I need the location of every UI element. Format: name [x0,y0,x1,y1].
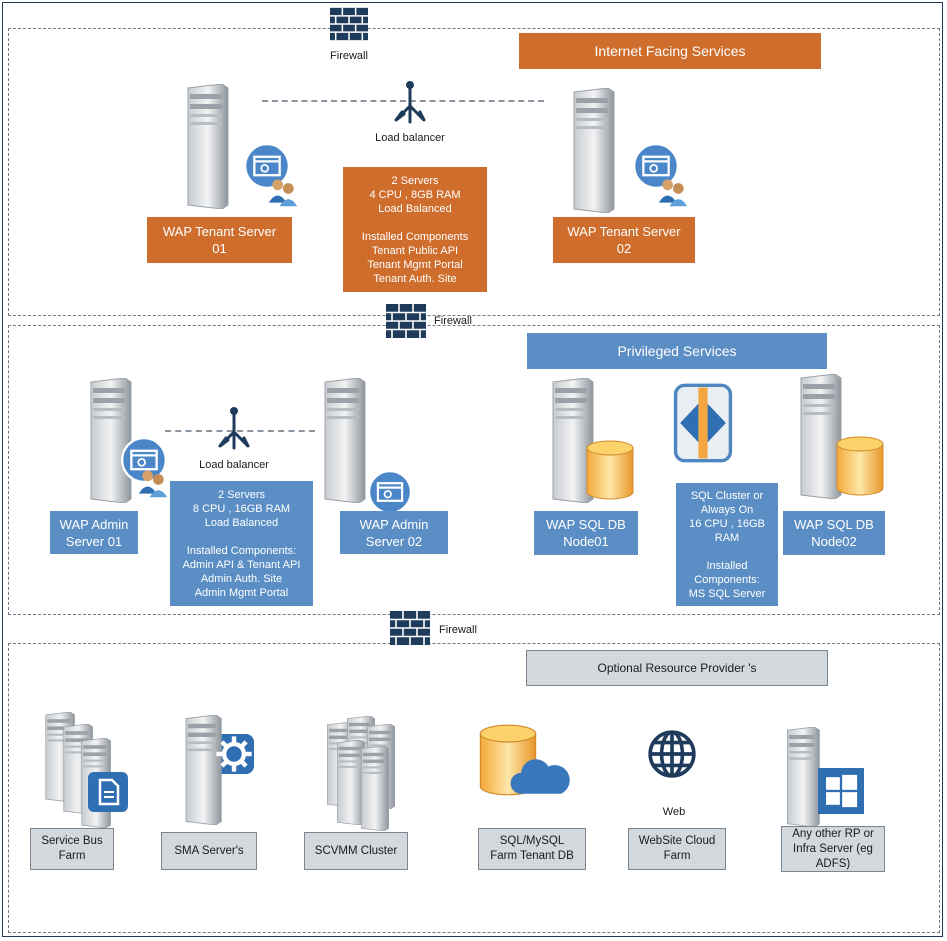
optional-resource-providers-header: Optional Resource Provider 's [526,650,828,686]
load-balancer-icon [390,80,430,124]
database-icon [835,436,885,496]
load-balancer-label: Load balancer [375,132,445,144]
optional-zone [8,643,940,933]
admin-spec-box: 2 Servers 8 CPU , 16GB RAM Load Balanced… [170,481,313,606]
cloud-icon [508,756,572,798]
wap-sql-db-node02: WAP SQL DB Node02 [783,511,885,555]
firewall-icon [386,304,426,338]
provider-service-bus: Service Bus Farm [30,828,114,870]
globe-icon [646,728,698,780]
sql-spec-box: SQL Cluster or Always On 16 CPU , 16GB R… [676,483,778,606]
lb-connector [262,100,544,102]
users-icon [657,176,689,208]
firewall-icon [330,6,368,42]
lb-connector [165,430,315,432]
server-icon [566,88,616,213]
portal-badge-icon [368,470,412,514]
provider-website-cloud: WebSite Cloud Farm [628,828,726,870]
wap-sql-db-node01: WAP SQL DB Node01 [534,511,638,555]
server-icon [316,378,368,503]
database-icon [585,440,635,500]
provider-other-rp: Any other RP or Infra Server (eg ADFS) [781,826,885,872]
automation-icon [212,732,256,776]
document-icon [88,772,128,812]
server-icon [356,746,390,831]
firewall-label-1: Firewall [330,50,368,62]
firewall-icon [390,610,430,646]
privileged-zone [8,325,940,615]
windows-icon [818,768,864,814]
tenant-spec-box: 2 Servers 4 CPU , 8GB RAM Load Balanced … [343,167,487,292]
wap-tenant-server-02: WAP Tenant Server 02 [553,217,695,263]
privileged-services-header: Privileged Services [527,333,827,369]
server-icon [180,84,230,209]
wap-tenant-server-01: WAP Tenant Server 01 [147,217,292,263]
load-balancer-label: Load balancer [199,459,269,471]
firewall-label-3: Firewall [439,624,477,636]
sql-cluster-icon [663,383,743,463]
users-icon [267,176,299,208]
internet-zone [8,28,940,316]
provider-sma: SMA Server's [161,832,257,870]
wap-admin-server-02: WAP Admin Server 02 [340,511,448,554]
provider-sql-mysql: SQL/MySQL Farm Tenant DB [478,828,586,870]
internet-facing-header: Internet Facing Services [519,33,821,69]
wap-admin-server-01: WAP Admin Server 01 [50,511,138,554]
users-icon [137,467,169,499]
provider-scvmm-cluster: SCVMM Cluster [304,832,408,870]
firewall-label-2: Firewall [434,315,472,327]
load-balancer-icon [214,406,254,450]
web-label: Web [662,806,686,818]
